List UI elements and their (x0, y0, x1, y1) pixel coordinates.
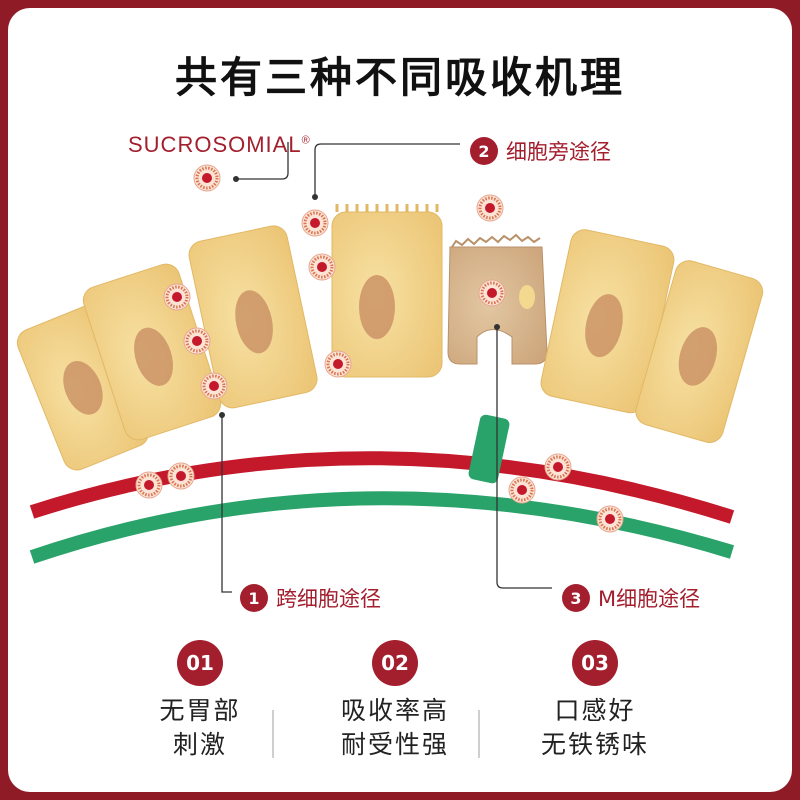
pathway-number: 1 (240, 584, 268, 612)
divider (272, 710, 274, 758)
feature-line: 耐受性强 (340, 730, 449, 759)
page-title: 共有三种不同吸收机理 (174, 53, 625, 102)
pathway-label: M细胞途径 (598, 587, 701, 611)
feature-1: 01 无胃部 刺激 (105, 640, 295, 762)
blood-vessel (29, 451, 735, 524)
feature-line: 口感好 (554, 696, 636, 725)
lymph-connector (468, 414, 510, 484)
pathway-3: 3 M细胞途径 (562, 583, 700, 613)
brand-name: SUCROSOMIAL® (128, 132, 311, 157)
feature-3: 03 口感好 无铁锈味 (500, 640, 690, 762)
feature-number: 03 (572, 640, 618, 686)
pathway-2: 2 细胞旁途径 (470, 136, 611, 166)
blood-label: 血液系统 (365, 437, 409, 451)
pathway-number: 3 (562, 584, 590, 612)
feature-number: 02 (372, 640, 418, 686)
pathway-label: 跨细胞途径 (276, 587, 381, 611)
feature-line: 无胃部 (159, 696, 241, 725)
pathway-label: 细胞旁途径 (506, 140, 611, 164)
m-cell (447, 246, 548, 365)
feature-line: 吸收率高 (340, 696, 449, 725)
divider (478, 710, 480, 758)
feature-2: 02 吸收率高 耐受性强 (300, 640, 490, 762)
pathway-1: 1 跨细胞途径 (240, 583, 381, 613)
feature-number: 01 (177, 640, 223, 686)
feature-line: 刺激 (172, 730, 227, 759)
feature-line: 无铁锈味 (540, 730, 649, 759)
pathway-number: 2 (470, 137, 498, 165)
lymph-label: 淋巴系统 (365, 475, 409, 488)
leader-lines (221, 142, 552, 593)
epithelium (16, 204, 764, 471)
lymph-vessel (29, 491, 735, 564)
